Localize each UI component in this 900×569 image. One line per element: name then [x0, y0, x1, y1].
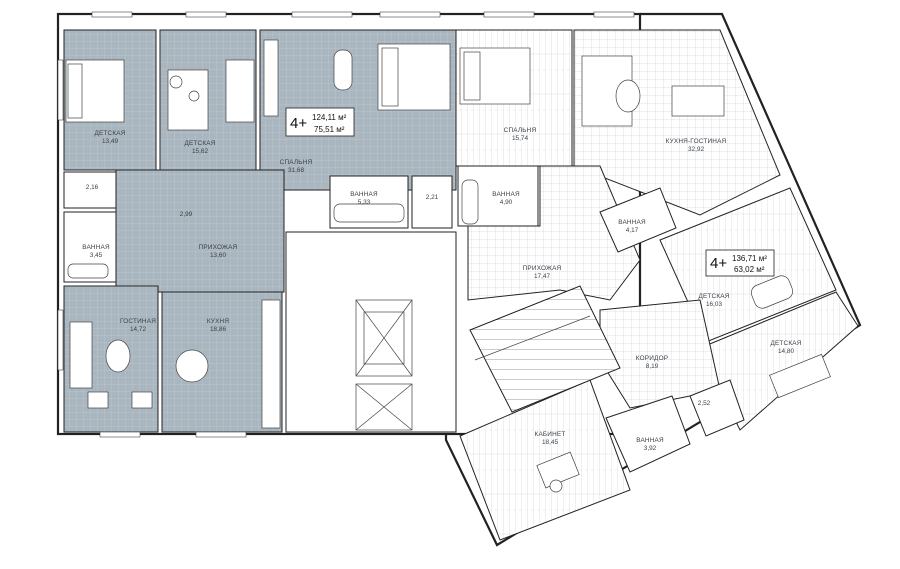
room-name: ВАННАЯ [492, 191, 520, 198]
room-kabinet [459, 379, 631, 541]
building-core [285, 231, 621, 433]
furniture [65, 39, 831, 493]
room-area: 3,45 [90, 252, 103, 259]
staircase [469, 285, 621, 413]
room-area: 18,45 [542, 439, 558, 446]
room-bath-4 [599, 187, 677, 253]
room-wc-3 [689, 379, 745, 437]
room-area: 8,19 [646, 363, 659, 370]
windows [57, 11, 635, 438]
room-area: 2,99 [180, 211, 193, 218]
room-area: 5,33 [358, 199, 371, 206]
room-name: ДЕТСКАЯ [94, 130, 125, 137]
room-name: КУХНЯ-ГОСТИНАЯ [666, 138, 727, 145]
room-area: 2,21 [426, 194, 439, 201]
room-area: 2,16 [86, 184, 99, 191]
badge-1-total: 124,11 м² [312, 113, 347, 122]
room-name: ДЕТСКАЯ [184, 140, 215, 147]
room-name: СПАЛЬНЯ [280, 159, 313, 166]
room-name: ГОСТИНАЯ [120, 318, 156, 325]
badge-1-living: 75,51 м² [314, 125, 345, 134]
room-wc-1 [63, 171, 117, 209]
room-area: 13,49 [102, 138, 118, 145]
room-name: ВАННАЯ [350, 191, 378, 198]
room-bath-5 [605, 395, 691, 473]
right-apartment [455, 29, 859, 541]
room-area: 15,74 [512, 135, 528, 142]
room-area: 16,03 [706, 301, 722, 308]
apartment-badge-2: 4+ 136,71 м² 63,02 м² [705, 249, 775, 277]
room-area: 13,60 [210, 252, 226, 259]
room-name: ДЕТСКАЯ [770, 340, 801, 347]
room-name: ДЕТСКАЯ [698, 293, 729, 300]
room-area: 3,92 [644, 445, 657, 452]
badge-2-rooms: 4+ [710, 255, 727, 272]
room-labels: ДЕТСКАЯ 13,49 ДЕТСКАЯ 15,62 СПАЛЬНЯ 31,6… [82, 127, 801, 452]
badge-2-living: 63,02 м² [734, 265, 765, 274]
room-area: 14,80 [778, 348, 794, 355]
room-area: 31,68 [288, 167, 304, 174]
room-area: 15,62 [192, 148, 208, 155]
room-name: КОРИДОР [636, 355, 668, 362]
apartment-badge-1: 4+ 124,11 м² 75,51 м² [285, 107, 355, 137]
room-hall-2 [467, 165, 641, 301]
room-area: 4,17 [626, 227, 639, 234]
room-name: КУХНЯ [207, 318, 230, 325]
room-area: 18,86 [210, 326, 226, 333]
badge-1-rooms: 4+ [290, 115, 307, 132]
room-name: ВАННАЯ [618, 219, 646, 226]
room-name: ПРИХОЖАЯ [523, 265, 562, 272]
room-area: 4,90 [500, 199, 513, 206]
room-name: ВАННАЯ [636, 437, 664, 444]
room-name: КАБИНЕТ [535, 431, 566, 438]
room-wc-2 [411, 175, 453, 229]
room-area: 14,72 [130, 326, 146, 333]
room-area: 2,52 [698, 400, 711, 407]
badge-2-total: 136,71 м² [732, 254, 767, 263]
room-area: 32,92 [688, 146, 704, 153]
room-name: СПАЛЬНЯ [504, 127, 537, 134]
room-name: ПРИХОЖАЯ [199, 244, 238, 251]
room-hall-1 [115, 169, 285, 293]
room-name: ВАННАЯ [82, 244, 110, 251]
room-area: 17,47 [534, 273, 550, 280]
